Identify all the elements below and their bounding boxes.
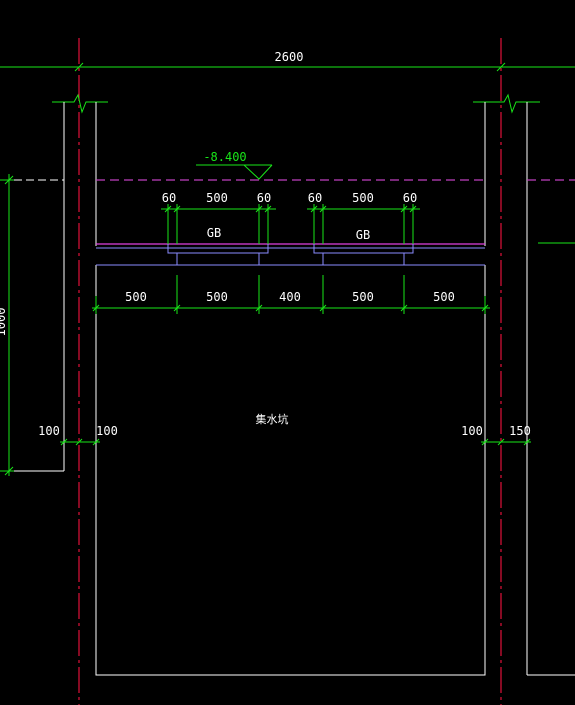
vertical-dim-left-text: 1000: [0, 308, 8, 337]
bottom-dim-3: 400: [279, 290, 301, 304]
grate-left-outline: [167, 244, 178, 265]
bottom-dim-5: 500: [433, 290, 455, 304]
axis-lines: [78, 38, 502, 705]
wall-dim-right-inner: 100: [461, 424, 483, 438]
elevation-text: -8.400: [203, 150, 246, 164]
grate-dim-left-2: 500: [206, 191, 228, 205]
elevation-marker: [196, 164, 273, 180]
grate-dim-right-3: 60: [403, 191, 417, 205]
grate-dim-right-1: 60: [308, 191, 322, 205]
sump-label: 集水坑: [256, 412, 289, 426]
grate-left-right-edge: [258, 244, 269, 265]
bottom-dimension-chain: [92, 275, 490, 314]
bottom-dim-1: 500: [125, 290, 147, 304]
grate-label-right: GB: [356, 228, 370, 242]
grate-dim-right-2: 500: [352, 191, 374, 205]
grate-right-right-edge: [403, 244, 414, 265]
wall-dim-left-outer: 100: [38, 424, 60, 438]
vertical-dimension-left: [0, 174, 14, 476]
break-symbol-left: [52, 93, 108, 114]
wall-dim-right-outer: 150: [509, 424, 531, 438]
grate-dim-left-3: 60: [257, 191, 271, 205]
bottom-dim-2: 500: [206, 290, 228, 304]
grate-dimensions-left: [161, 204, 276, 244]
break-symbols: [52, 93, 540, 114]
wall-dim-left-inner: 100: [96, 424, 118, 438]
cover-slab: [96, 243, 485, 266]
wall-thickness-dimensions: [60, 242, 575, 446]
overall-dimension: [0, 62, 575, 72]
walls: [0, 102, 575, 676]
grate-right-outline: [313, 244, 324, 265]
bottom-dim-4: 500: [352, 290, 374, 304]
break-symbol-right: [473, 93, 540, 114]
grate-dim-left-1: 60: [162, 191, 176, 205]
grate-dimensions-right: [307, 204, 420, 244]
overall-dimension-text: 2600: [275, 50, 304, 64]
grate-label-left: GB: [207, 226, 221, 240]
sump-outline: [95, 265, 486, 676]
